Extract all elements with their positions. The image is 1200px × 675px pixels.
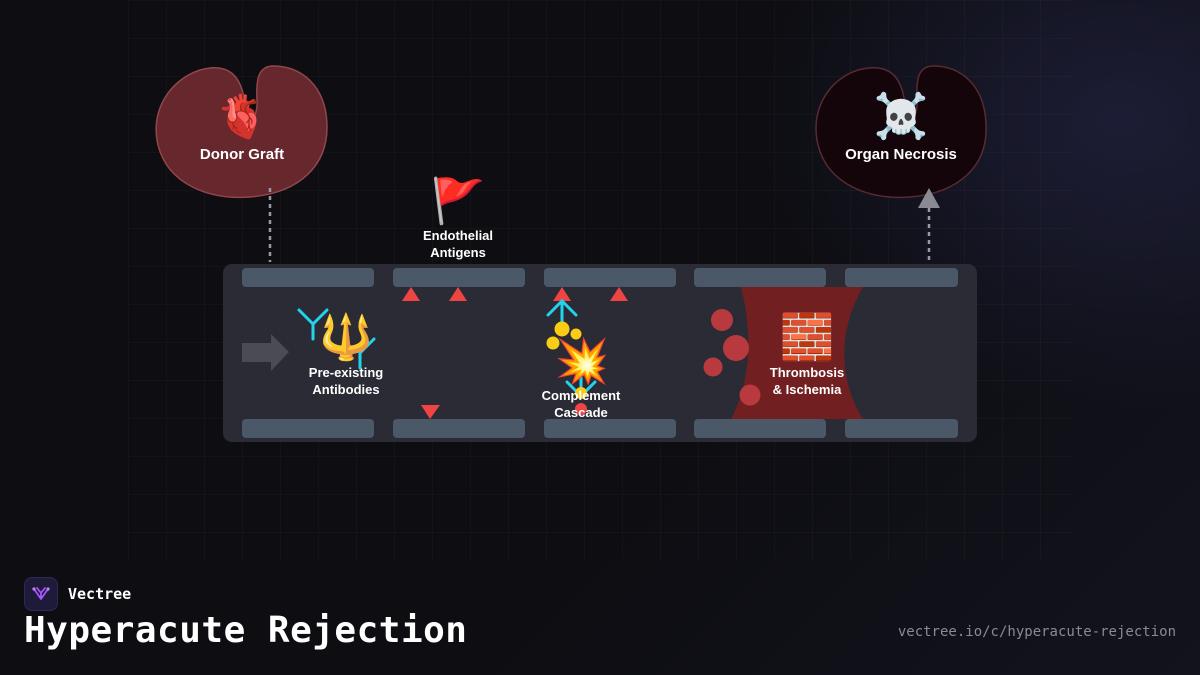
endothelial-cell — [845, 419, 958, 438]
antigen-marker — [610, 287, 628, 301]
endothelial-cell — [845, 268, 958, 287]
vectree-logo-icon — [24, 577, 58, 611]
endothelial-cell — [393, 419, 525, 438]
page-url[interactable]: vectree.io/c/hyperacute-rejection — [897, 624, 1176, 640]
antibody-y — [297, 308, 329, 341]
complement-label: Complement Cascade — [541, 388, 621, 420]
red-blood-cell — [723, 335, 749, 361]
complement-dot — [554, 321, 570, 337]
organ-necrosis-shape[interactable] — [815, 65, 987, 199]
red-blood-cell — [739, 384, 761, 406]
donor-graft-label: Donor Graft — [199, 146, 285, 163]
organ-necrosis-label: Organ Necrosis — [845, 146, 957, 163]
antibody-y — [546, 298, 578, 324]
necrosis-arrowhead — [918, 188, 940, 208]
anatomical-heart-icon: 🫀 — [215, 92, 269, 141]
complement-extra — [575, 387, 587, 415]
red-blood-cells — [703, 309, 761, 406]
collision-icon: 💥 — [554, 336, 610, 387]
antigens — [402, 287, 628, 419]
red-blood-cell — [703, 357, 723, 377]
complement-dot — [570, 328, 582, 340]
antibody-y — [358, 337, 376, 370]
antigen-marker — [402, 287, 420, 301]
antibodies-label: Pre-existing Antibodies — [308, 365, 384, 397]
red-flag-icon: 🚩 — [430, 176, 486, 227]
trident-icon: 🔱 — [318, 312, 374, 363]
complement-dot — [575, 387, 587, 399]
endothelial-cell — [694, 419, 826, 438]
antigen-marker — [449, 287, 467, 301]
endothelial-cell — [242, 419, 374, 438]
skull-crossbones-icon: ☠️ — [873, 91, 929, 142]
brand-name: Vectree — [68, 585, 132, 603]
brick-icon: 🧱 — [779, 312, 835, 363]
antigen-marker — [553, 287, 571, 301]
endothelial-cell — [393, 268, 525, 287]
thrombus-clot — [731, 287, 863, 419]
blood-flow-arrow — [242, 334, 289, 371]
endothelial-cell — [694, 268, 826, 287]
complement-proteins — [546, 321, 582, 350]
complement-dot — [575, 403, 587, 415]
antigen-marker — [421, 405, 440, 419]
endothelium-bottom — [242, 419, 958, 438]
endothelium-top — [242, 268, 958, 287]
page-title: Hyperacute Rejection — [24, 610, 468, 651]
endothelial-cell — [242, 268, 374, 287]
endothelial-cell — [544, 268, 676, 287]
complement-dot — [546, 336, 560, 350]
brand[interactable]: Vectree — [24, 577, 131, 611]
endothelial-antigens-label: Endothelial Antigens — [422, 228, 494, 260]
thrombosis-label: Thrombosis & Ischemia — [769, 365, 845, 397]
donor-graft-shape[interactable] — [155, 65, 328, 199]
endothelial-cell — [544, 419, 676, 438]
red-blood-cell — [711, 309, 733, 331]
